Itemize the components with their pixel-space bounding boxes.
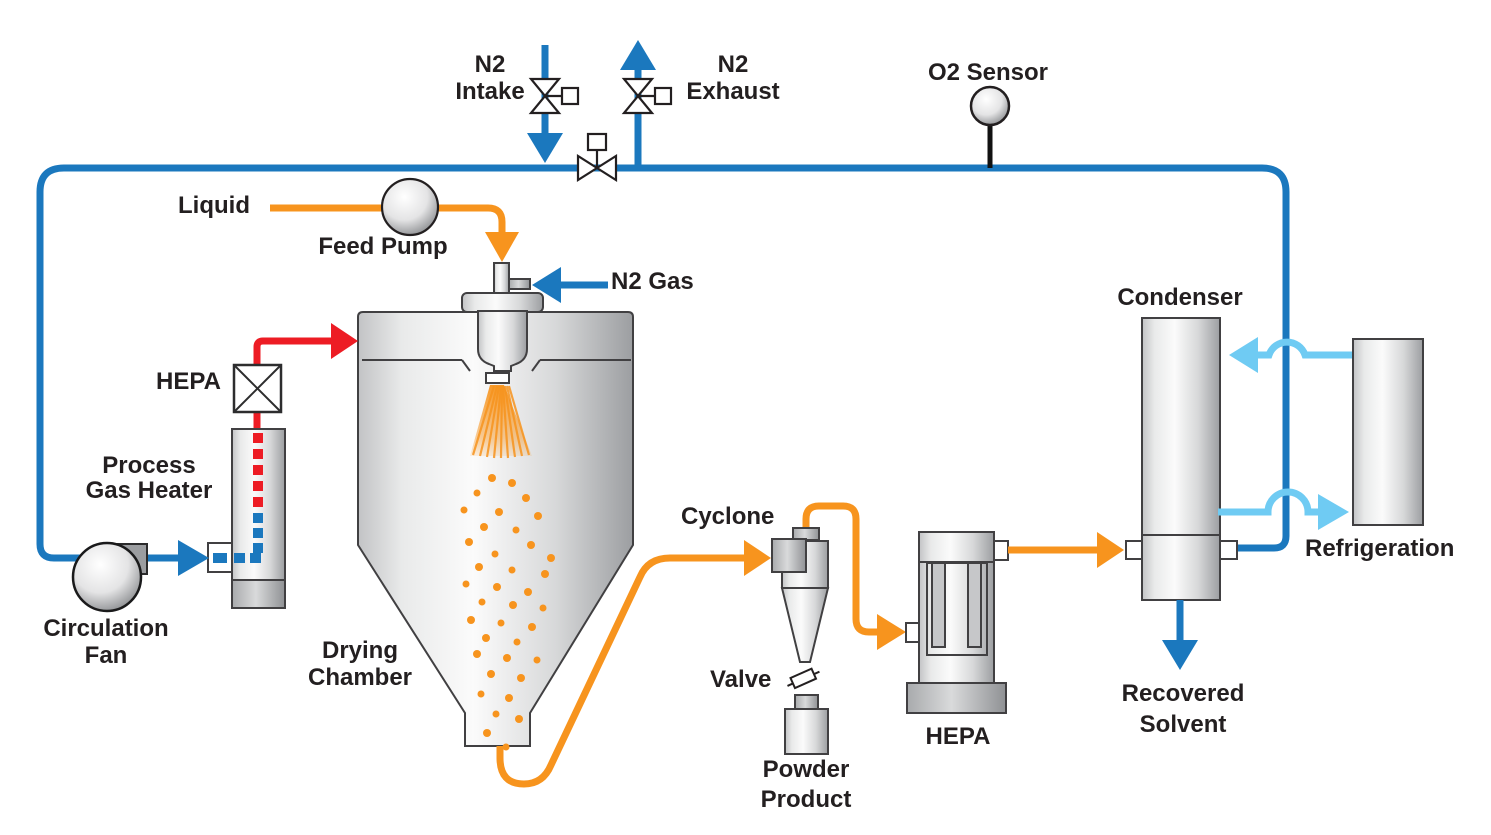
discharge-valve-icon bbox=[787, 667, 820, 690]
heater-hot-dashes bbox=[253, 433, 263, 507]
hepa-canister-label: HEPA bbox=[925, 723, 991, 750]
circulation-fan-label: Circulation Fan bbox=[43, 615, 169, 669]
coolant-return-pipe bbox=[1218, 488, 1349, 530]
n2-gas-arrow bbox=[532, 267, 608, 303]
cyclone-separator bbox=[771, 502, 906, 663]
chamber-ceiling-line bbox=[362, 359, 631, 372]
fan-outlet-arrow bbox=[178, 540, 209, 576]
chamber-to-cyclone-pipe bbox=[496, 540, 771, 788]
n2-exhaust-arrow bbox=[620, 40, 656, 70]
o2-sensor-label: O2 Sensor bbox=[927, 59, 1049, 86]
hepa-to-condenser-pipe bbox=[1008, 532, 1124, 568]
cyclone-to-hepa-pipe bbox=[802, 502, 877, 636]
hepa-inline-filter-label: HEPA bbox=[156, 368, 221, 395]
cyclone-to-hepa-arrow bbox=[877, 614, 906, 650]
cyclone-label: Cyclone bbox=[681, 503, 775, 530]
liquid-feed-pipe bbox=[270, 204, 519, 262]
powder-product-label: Powder Product bbox=[760, 756, 852, 813]
drying-chamber-vessel bbox=[357, 311, 634, 747]
o2-sensor-probe bbox=[969, 85, 1011, 168]
n2-intake-label: N2 Intake bbox=[455, 51, 525, 105]
coolant-supply-pipe bbox=[1229, 337, 1353, 373]
condenser-vessel bbox=[1125, 317, 1238, 670]
recovered-solvent-label: Recovered Solvent bbox=[1121, 680, 1245, 738]
n2-exhaust-label: N2 Exhaust bbox=[686, 51, 780, 105]
atomizer-nozzle bbox=[461, 262, 544, 384]
process-gas-heater-label: Process Gas Heater bbox=[85, 452, 213, 504]
n2-intake-arrow bbox=[527, 133, 563, 163]
drying-chamber-label: Drying Chamber bbox=[307, 637, 413, 691]
powder-product-jar bbox=[784, 694, 829, 755]
spray-plume bbox=[470, 385, 532, 459]
refrigeration-label: Refrigeration bbox=[1305, 535, 1455, 562]
liquid-label: Liquid bbox=[178, 192, 250, 219]
heated-gas-pipe bbox=[253, 323, 358, 429]
process-gas-heater-vessel bbox=[207, 428, 286, 609]
n2-gas-label: N2 Gas bbox=[611, 268, 694, 295]
feed-pump-sphere bbox=[380, 177, 440, 237]
n2-exhaust-valve-icon bbox=[621, 77, 673, 115]
powder-droplets bbox=[460, 474, 555, 751]
heater-cold-dashes bbox=[213, 513, 263, 563]
solvent-drain-arrow bbox=[1162, 640, 1198, 670]
valve-label: Valve bbox=[710, 666, 772, 693]
n2-intake-valve-icon bbox=[528, 77, 580, 115]
loop-valve-icon bbox=[576, 132, 618, 182]
condenser-label: Condenser bbox=[1117, 284, 1243, 311]
feed-pump-label: Feed Pump bbox=[318, 233, 448, 260]
circulation-fan-unit bbox=[71, 540, 209, 613]
hepa-canister-vessel bbox=[905, 531, 1009, 714]
refrigeration-unit bbox=[1352, 338, 1424, 526]
hepa-inline-filter-icon bbox=[232, 363, 283, 414]
